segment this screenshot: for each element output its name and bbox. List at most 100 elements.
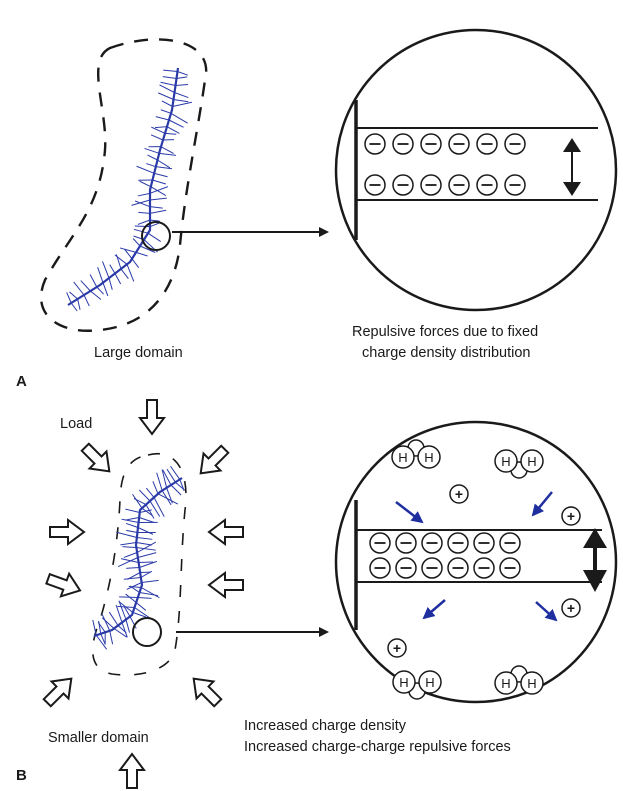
negative-charge-icon [477, 175, 497, 195]
chain-bristle [174, 100, 189, 102]
negative-charge-icon [422, 533, 442, 553]
increased-density-caption-line2: Increased charge-charge repulsive forces [244, 739, 511, 755]
chain-bristle [161, 82, 176, 85]
chain-bristle [177, 77, 188, 79]
chain-bristle [175, 93, 189, 98]
hydrogen-label: H [425, 675, 434, 690]
large-domain-envelope [41, 39, 206, 330]
large-domain-proteoglycan-chain [67, 68, 192, 311]
chain-bristle [150, 210, 166, 213]
chain-bristle [151, 127, 165, 133]
negative-charge-icon [396, 533, 416, 553]
chain-bristle [139, 562, 153, 563]
chain-bristle [138, 212, 150, 213]
negative-charge-icon [474, 533, 494, 553]
load-arrow-icon [209, 573, 243, 597]
chain-bristle [110, 631, 113, 644]
chain-bristle [158, 93, 173, 100]
chain-bristle [137, 542, 156, 552]
chain-bristle [126, 620, 130, 633]
chain-bristle [156, 117, 169, 120]
chain-bristle [121, 559, 139, 563]
chain-bristle [78, 299, 80, 310]
negative-charge-icon [474, 558, 494, 578]
chain-bristle [165, 133, 176, 134]
chain-bristle [109, 612, 118, 625]
chain-bristle [139, 518, 154, 523]
chain-bristle [138, 193, 150, 196]
chain-bristle [171, 485, 181, 495]
hydrogen-label: H [398, 450, 407, 465]
chain-bristle [161, 147, 174, 154]
panel-a: Large domain Repulsive forces due to fix… [16, 30, 616, 390]
load-arrow-icon [39, 670, 80, 711]
negative-charge-icon [448, 533, 468, 553]
load-arrow-icon [185, 670, 226, 711]
chain-bristle [154, 173, 167, 176]
chain-bristle [150, 220, 160, 221]
chain-bristle [146, 488, 154, 497]
chain-bristle [84, 295, 89, 306]
negative-charge-icon [370, 533, 390, 553]
chain-bristle [137, 166, 155, 173]
chain-bristle [90, 274, 97, 287]
chain-bristle [125, 518, 139, 521]
load-arrow-icon [192, 441, 233, 482]
chain-bristle [158, 494, 178, 504]
chain-bristle [154, 497, 164, 516]
negative-charge-icon [505, 134, 525, 154]
hydrogen-label: H [527, 676, 536, 691]
chain-bristle [115, 274, 121, 285]
chain-bristle [155, 127, 167, 128]
load-arrow-icon [77, 439, 118, 480]
chain-bristle [133, 238, 140, 246]
negative-charge-icon [393, 175, 413, 195]
chain-bristle [122, 547, 136, 548]
chain-bristle [133, 494, 142, 508]
chain-bristle [99, 621, 101, 634]
chain-bristle [173, 102, 192, 106]
panel-label-b: B [16, 767, 27, 784]
chain-bristle [150, 198, 167, 200]
chain-bristle [132, 259, 139, 268]
positive-ion-icon: + [388, 639, 406, 657]
negative-charge-icon [449, 134, 469, 154]
chain-bristle [151, 135, 163, 140]
chain-bristle [67, 292, 72, 303]
chain-bristle [103, 261, 109, 278]
chain-bristle [142, 580, 159, 582]
chain-bristle [120, 543, 136, 545]
negative-charge-icon [500, 558, 520, 578]
negative-charge-icon [477, 134, 497, 154]
negative-charge-icon [448, 558, 468, 578]
chain-bristle [133, 613, 146, 617]
svg-text:+: + [455, 486, 463, 502]
chain-bristle [169, 120, 184, 127]
positive-ion-icon: + [562, 507, 580, 525]
chain-bristle [135, 226, 150, 227]
chain-bristle [126, 523, 138, 527]
chain-bristle [126, 594, 136, 602]
positive-ion-icon: + [450, 485, 468, 503]
chain-bristle [178, 72, 188, 76]
load-arrow-icon [209, 520, 243, 544]
load-arrow-icon [140, 400, 164, 434]
chain-bristle [69, 292, 77, 299]
negative-charge-icon [396, 558, 416, 578]
negative-charge-icon [421, 175, 441, 195]
chain-bristle [136, 543, 151, 546]
chain-bristle [150, 207, 163, 208]
chain-bristle [81, 281, 91, 291]
chain-bristle [167, 127, 179, 134]
svg-text:+: + [393, 640, 401, 656]
chain-bristle [124, 553, 137, 558]
detail-circle-a [336, 30, 616, 310]
chain-bristle [116, 254, 121, 269]
negative-charge-icon [421, 134, 441, 154]
chain-bristle [138, 553, 156, 558]
chain-bristle [126, 568, 139, 569]
repulsive-forces-caption-line2: charge density distribution [362, 345, 530, 361]
chain-bristle [125, 509, 139, 512]
hydrogen-label: H [501, 676, 510, 691]
